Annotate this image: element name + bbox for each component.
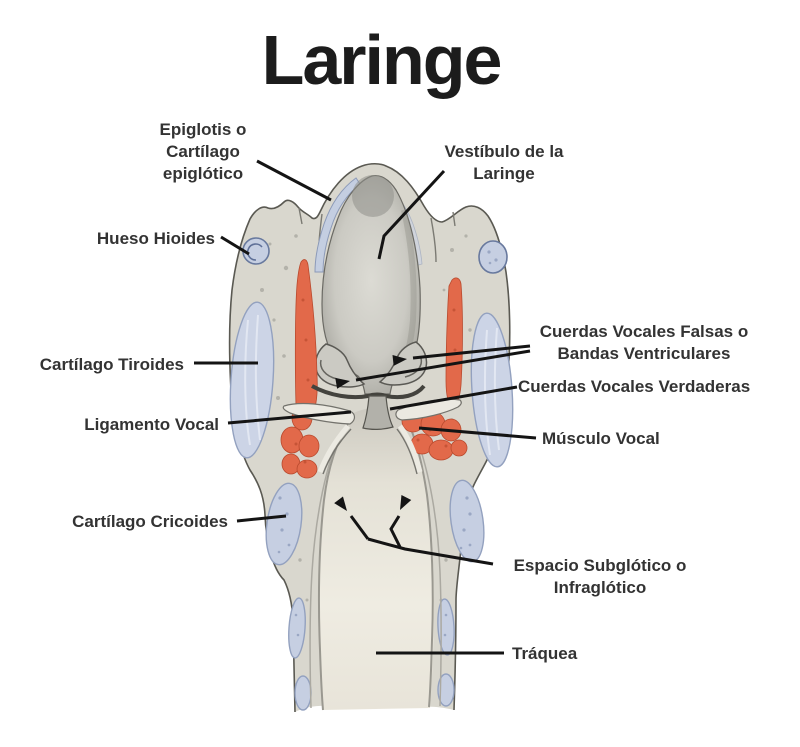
muscle-texture [294,298,457,464]
arrowhead-false-cords-right [392,354,407,366]
vocal-muscle-blob-right-5 [428,439,454,461]
leader-subglottic-right [389,515,402,548]
arrowhead-false-cords-left [335,377,350,389]
trachea-wall-line-left [318,419,351,711]
leader-false-cords-left [355,349,531,382]
shoulder-notch-right [430,211,456,263]
subglottic-wall-left-line [322,428,352,475]
leader-cricoid [236,514,287,523]
muscle-clusters [280,405,468,479]
tracheal-ring-right-1 [437,598,455,656]
trachea-wall-line-outer-left [309,437,339,709]
leader-vestibule [377,169,446,260]
label-thyroid-cartilage: Cartílago Tiroides [39,355,184,374]
leader-subglottic-main [367,537,494,566]
arrowheads [334,354,412,511]
label-vocal-muscle: Músculo Vocal [542,429,660,448]
vocal-muscle-blob-right-6 [450,439,468,457]
laryngeal-vestibule-cavity [321,174,421,395]
ventricle-line [311,384,426,400]
label-epiglottis: Epiglotis o Cartílago epiglótico [159,120,247,183]
muscle-blob-left-3 [298,434,320,458]
leader-lines [194,159,537,655]
cricoid-cartilage-left [265,482,303,566]
hyoid-spiral [247,243,263,261]
glottis-stem [362,395,394,430]
label-true-vocal-cords: Cuerdas Vocales Verdaderas [518,377,751,396]
leader-true-cords [389,385,518,411]
cavity-apex-shadow [352,175,394,217]
trachea-wall-line-right [405,417,434,708]
vocalis-muscle-column-right [445,277,463,407]
leader-hyoid [220,235,250,256]
muscle-blob-left-5 [296,459,318,479]
label-trachea: Tráquea [512,644,578,663]
arrowhead-subglottic-right [400,495,412,510]
false-fold-curl-left [319,359,338,380]
subglottic-wall-left [317,424,350,473]
trachea-wall-line-outer-right [415,435,442,707]
leader-epiglottis [256,159,332,202]
tracheal-ring-left-2 [294,675,312,711]
leader-false-cords-right [412,344,531,360]
label-cricoid-cartilage: Cartílago Cricoides [72,512,228,531]
label-vocal-ligament: Ligamento Vocal [84,415,219,434]
leader-vocal-ligament [227,410,352,425]
trachea-lumen [318,408,434,710]
leader-subglottic-left [349,515,370,540]
label-vestibule: Vestíbulo de la Laringe [444,142,564,183]
tracheal-ring-left-1 [288,597,306,659]
subglottic-wall-right [397,424,423,473]
label-false-vocal-cords: Cuerdas Vocales Falsas o Bandas Ventricu… [539,322,749,363]
subglottic-wall-right-line [396,428,418,475]
arrowhead-subglottic-left [334,496,347,511]
page-title: Laringe [261,21,503,99]
hyoid-bone-right [478,240,508,274]
label-hyoid-bone: Hueso Hioides [96,229,215,248]
leader-vocal-muscle [418,426,537,440]
tracheal-ring-right-2 [437,673,455,707]
label-subglottic-space: Espacio Subglótico o Infraglótico [513,556,687,597]
